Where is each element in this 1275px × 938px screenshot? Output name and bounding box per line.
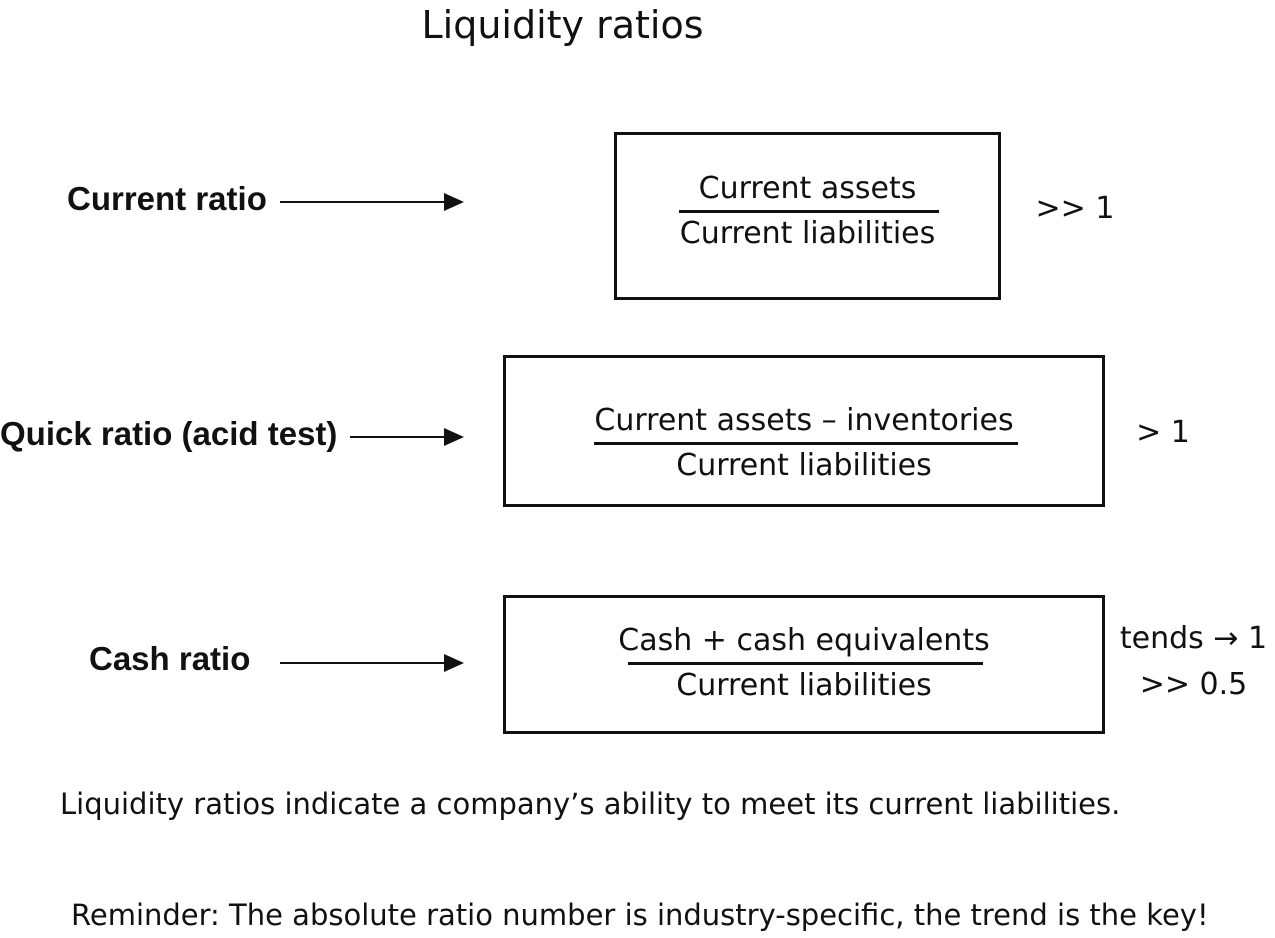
quick-ratio-numerator: Current assets – inventories — [594, 403, 1014, 438]
current-ratio-numerator: Current assets — [698, 171, 917, 206]
current-ratio-arrow — [280, 193, 464, 211]
current-ratio-denominator: Current liabilities — [679, 216, 936, 251]
cash-ratio-fraction-bar — [628, 662, 983, 665]
definition-note: Liquidity ratios indicate a company’s ab… — [60, 787, 1121, 821]
current-ratio-fraction-bar — [679, 210, 939, 213]
quick-ratio-formula-box: Current assets – inventories Current lia… — [503, 355, 1105, 507]
current-ratio-benchmark: >> 1 — [1035, 191, 1115, 226]
cash-ratio-benchmark-trend: tends → 1 — [1119, 621, 1268, 656]
quick-ratio-arrow — [350, 428, 464, 446]
quick-ratio-denominator: Current liabilities — [676, 448, 932, 483]
cash-ratio-arrow — [280, 654, 464, 672]
reminder-note: Reminder: The absolute ratio number is i… — [71, 898, 1209, 932]
cash-ratio-benchmark-min: >> 0.5 — [1139, 667, 1248, 702]
current-ratio-formula-box: Current assets Current liabilities — [614, 132, 1001, 300]
cash-ratio-denominator: Current liabilities — [676, 668, 932, 703]
cash-ratio-numerator: Cash + cash equivalents — [618, 623, 990, 658]
quick-ratio-label: Quick ratio (acid test) — [0, 415, 338, 452]
quick-ratio-benchmark: > 1 — [1136, 415, 1190, 450]
current-ratio-label: Current ratio — [67, 180, 267, 217]
cash-ratio-label: Cash ratio — [89, 640, 251, 677]
cash-ratio-formula-box: Cash + cash equivalents Current liabilit… — [503, 595, 1105, 734]
quick-ratio-fraction-bar — [594, 442, 1018, 445]
diagram-title: Liquidity ratios — [421, 3, 704, 47]
